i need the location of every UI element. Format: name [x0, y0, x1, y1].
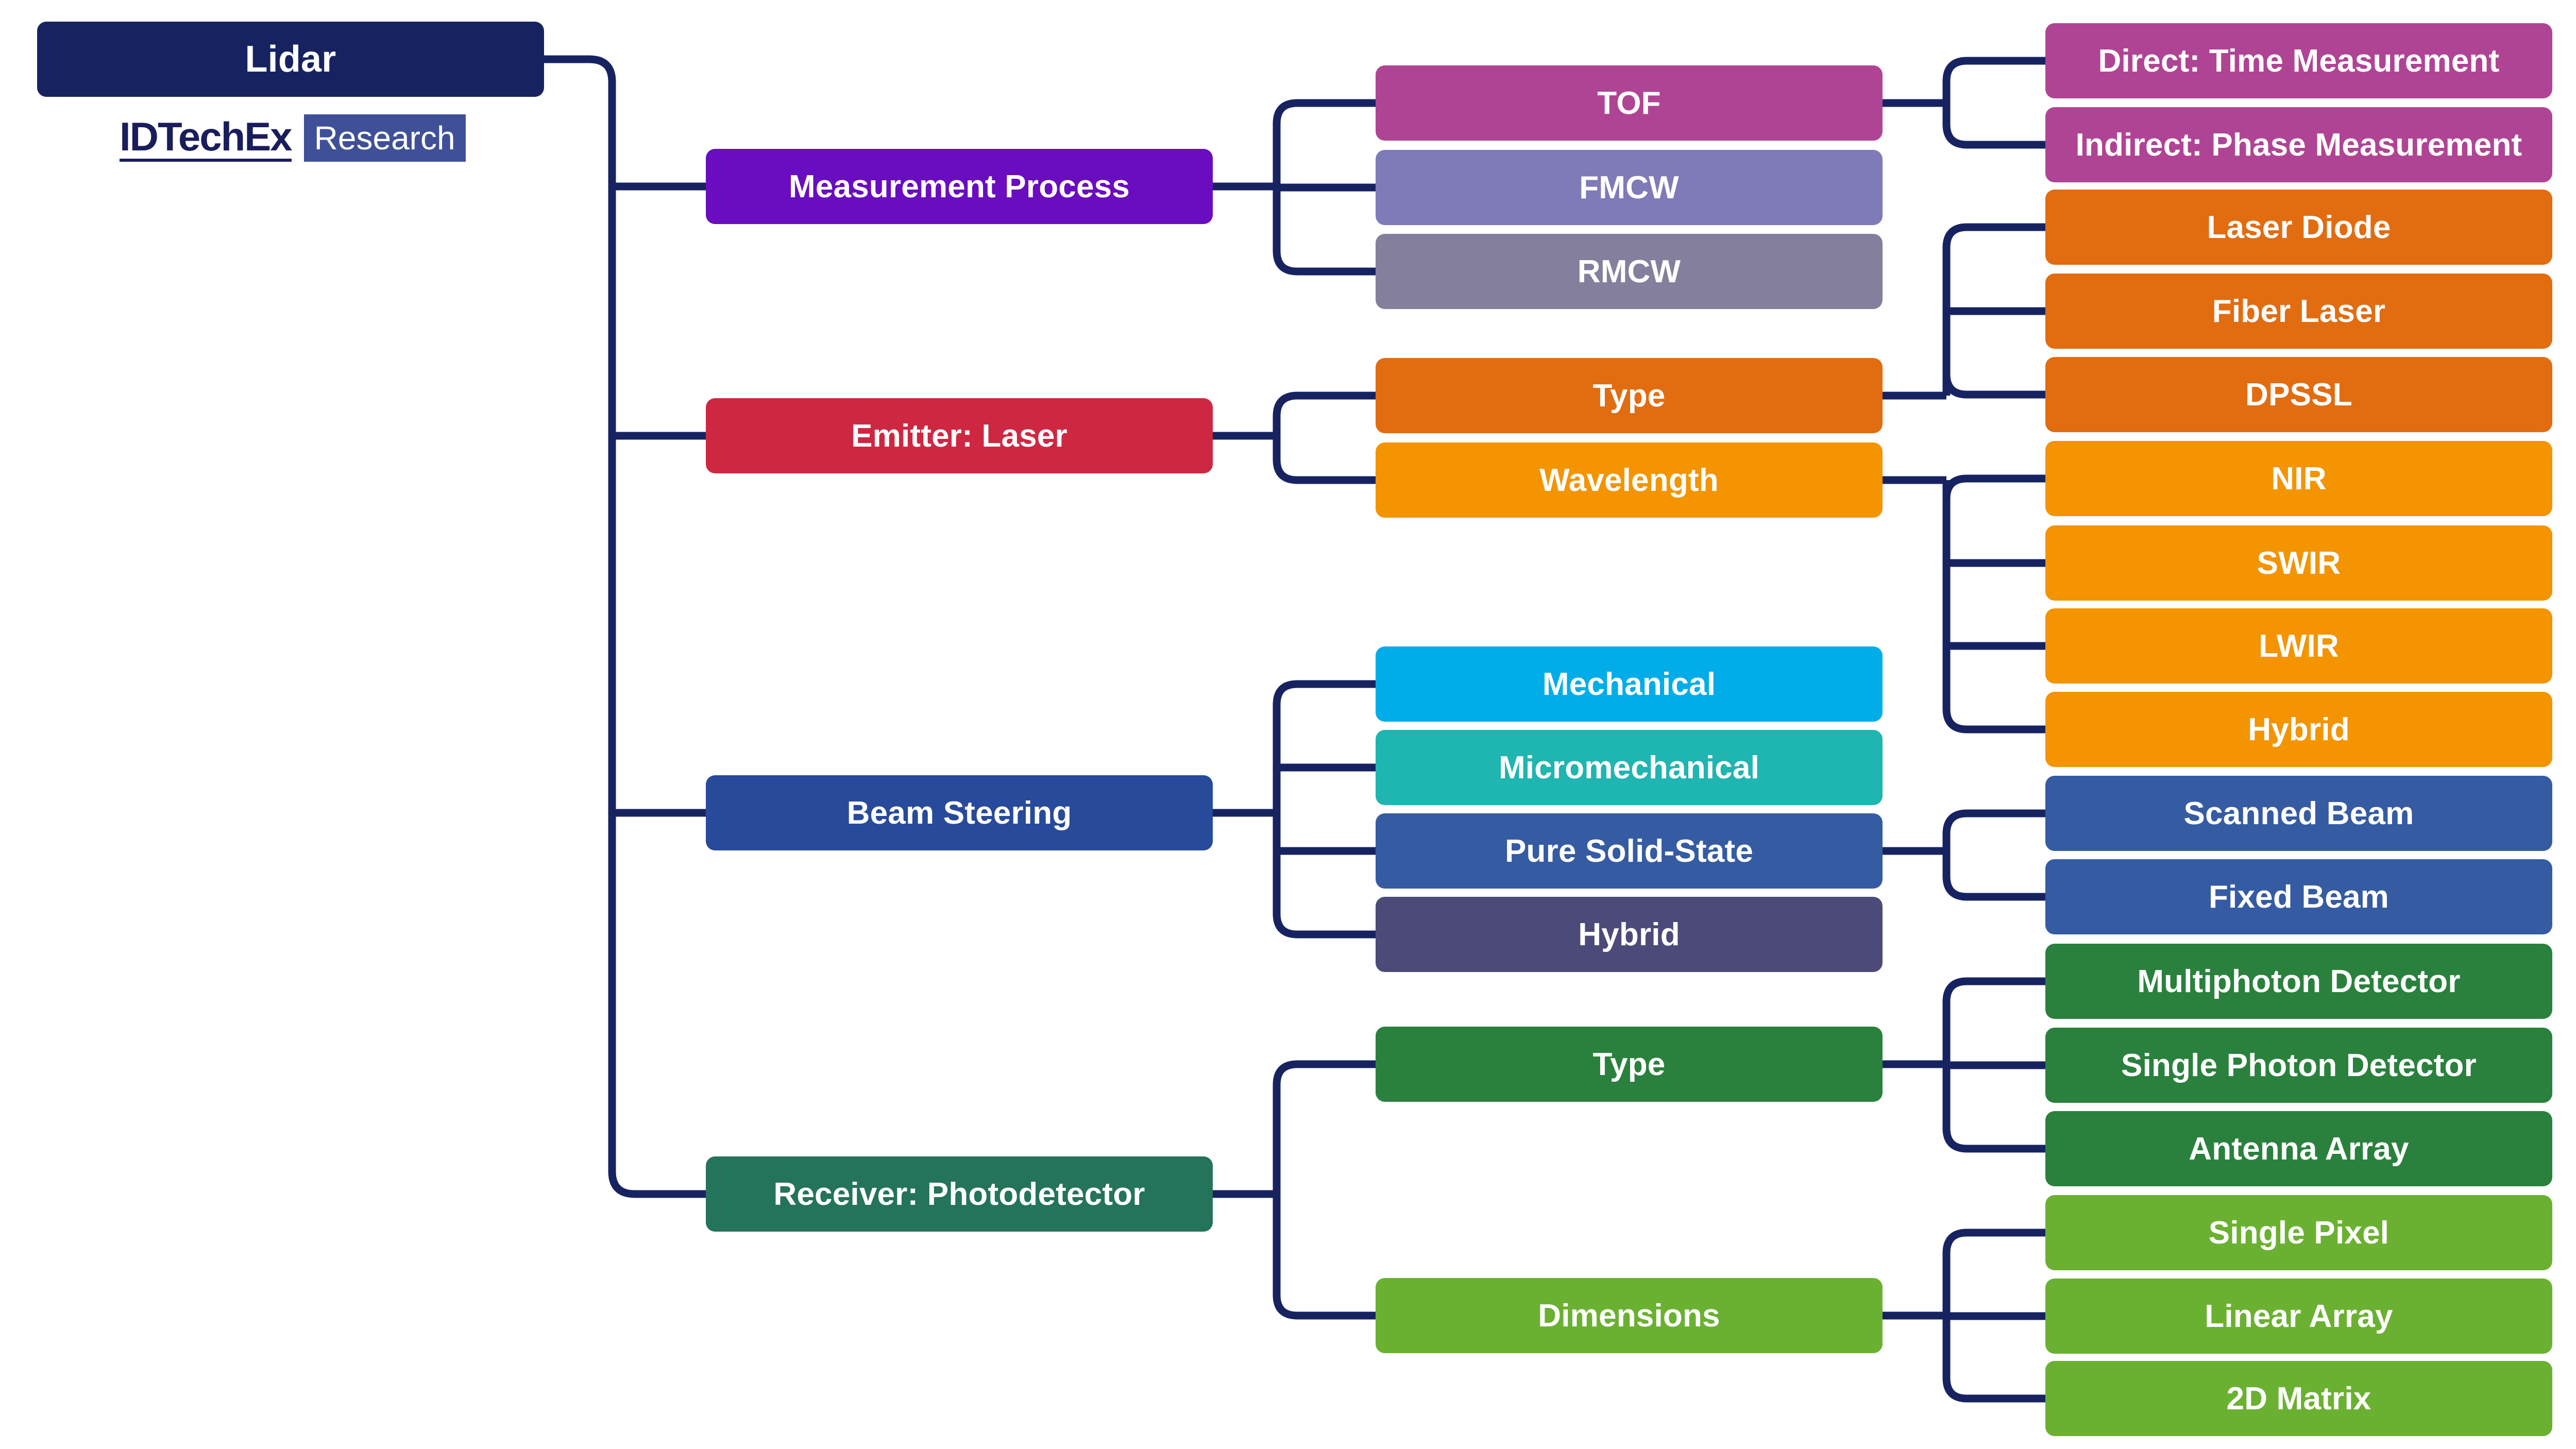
- category-beam-steering: Beam Steering: [706, 775, 1213, 850]
- subnode-beam-steering-micromechanical: Micromechanical: [1376, 730, 1883, 805]
- leaf-type-fiber-laser: Fiber Laser: [2045, 274, 2552, 349]
- connector-emitter-laser-wavelength-branch-3: [1942, 480, 2045, 734]
- subnode-measurement-process-fmcw: FMCW: [1376, 150, 1883, 225]
- leaf-dimensions-linear-array: Linear Array: [2045, 1278, 2552, 1354]
- idtechex-logo: IDTechEx Research: [120, 114, 466, 162]
- connector-measurement-process-tof-branch-0: [1942, 57, 2045, 103]
- leaf-wavelength-lwir: LWIR: [2045, 608, 2552, 684]
- node-lidar-root: Lidar: [37, 22, 544, 97]
- logo-research-badge: Research: [303, 114, 466, 162]
- subnode-beam-steering-mechanical: Mechanical: [1376, 646, 1883, 722]
- connector-emitter-laser-branch-0: [1273, 391, 1376, 436]
- connector-measurement-process-branch-2: [1273, 186, 1376, 276]
- leaf-type-antenna-array: Antenna Array: [2045, 1111, 2552, 1186]
- leaf-tof-direct-time-measurement: Direct: Time Measurement: [2045, 23, 2552, 98]
- logo-name: IDTechEx: [120, 114, 293, 162]
- leaf-dimensions-2d-matrix: 2D Matrix: [2045, 1361, 2552, 1436]
- leaf-dimensions-single-pixel: Single Pixel: [2045, 1195, 2552, 1270]
- connector-receiver-photodetector-type-branch-0: [1942, 977, 2045, 1064]
- connector-measurement-process-tof-branch-1: [1942, 103, 2045, 149]
- subnode-emitter-laser-type: Type: [1376, 358, 1883, 433]
- leaf-type-single-photon-detector: Single Photon Detector: [2045, 1028, 2552, 1103]
- connector-emitter-laser-type-branch-2: [1942, 370, 2045, 399]
- category-emitter-laser: Emitter: Laser: [706, 398, 1213, 473]
- connector-beam-steering-branch-3: [1273, 813, 1376, 939]
- category-measurement-process: Measurement Process: [706, 149, 1213, 224]
- connector-receiver-photodetector-branch-0: [1273, 1060, 1376, 1194]
- subnode-receiver-photodetector-type: Type: [1376, 1027, 1883, 1102]
- subnode-beam-steering-hybrid: Hybrid: [1376, 897, 1883, 972]
- subnode-measurement-process-tof: TOF: [1376, 65, 1883, 141]
- connector-receiver-photodetector-branch-1: [1273, 1194, 1376, 1320]
- subnode-measurement-process-rmcw: RMCW: [1376, 234, 1883, 309]
- leaf-type-multiphoton-detector: Multiphoton Detector: [2045, 944, 2552, 1019]
- connector-beam-steering-branch-0: [1273, 680, 1376, 813]
- leaf-tof-indirect-phase-measurement: Indirect: Phase Measurement: [2045, 107, 2552, 182]
- leaf-type-dpssl: DPSSL: [2045, 357, 2552, 432]
- category-receiver-photodetector: Receiver: Photodetector: [706, 1156, 1213, 1232]
- subnode-receiver-photodetector-dimensions: Dimensions: [1376, 1278, 1883, 1353]
- leaf-pure-solid-state-scanned-beam: Scanned Beam: [2045, 776, 2552, 851]
- connector-emitter-laser-branch-1: [1273, 436, 1376, 484]
- leaf-type-laser-diode: Laser Diode: [2045, 190, 2552, 265]
- connector-receiver-photodetector-dimensions-branch-2: [1942, 1316, 2045, 1403]
- connector-emitter-laser-type-branch-0: [1942, 223, 2045, 395]
- connector-receiver-photodetector-type-branch-2: [1942, 1064, 2045, 1153]
- leaf-pure-solid-state-fixed-beam: Fixed Beam: [2045, 859, 2552, 934]
- connector-beam-steering-pure-solid-state-branch-1: [1942, 851, 2045, 901]
- leaf-wavelength-nir: NIR: [2045, 441, 2552, 516]
- leaf-wavelength-swir: SWIR: [2045, 525, 2552, 601]
- connector-emitter-laser-wavelength-branch-0: [1942, 474, 2045, 503]
- subnode-beam-steering-pure-solid-state: Pure Solid-State: [1376, 813, 1883, 889]
- connector-measurement-process-branch-0: [1273, 99, 1376, 186]
- connector-beam-steering-pure-solid-state-branch-0: [1942, 809, 2045, 851]
- connector-receiver-photodetector-dimensions-branch-0: [1942, 1229, 2045, 1316]
- subnode-emitter-laser-wavelength: Wavelength: [1376, 442, 1883, 518]
- leaf-wavelength-hybrid: Hybrid: [2045, 692, 2552, 767]
- root-trunk: [544, 55, 706, 1198]
